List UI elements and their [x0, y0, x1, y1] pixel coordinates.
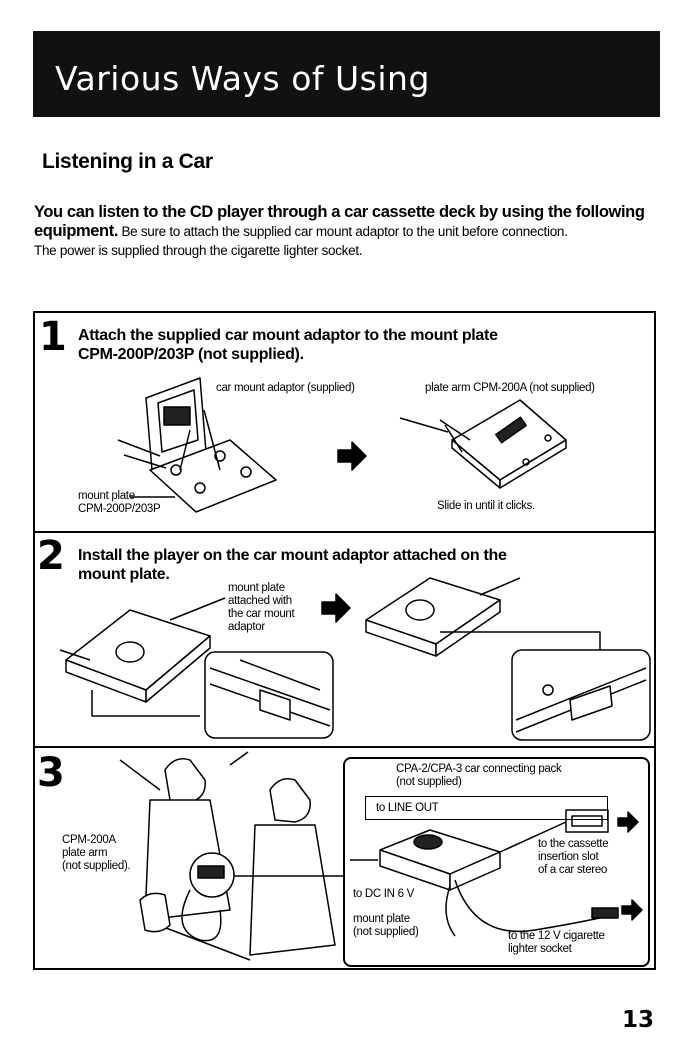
label-mount-plate-attached: mount plate attached with the car mount … [228, 582, 294, 634]
step-number-3: 3 [37, 750, 65, 796]
step-number-2: 2 [37, 533, 65, 579]
player-installed-illustration [366, 578, 600, 656]
label-connecting-pack: CPA-2/CPA-3 car connecting pack (not sup… [396, 763, 561, 789]
plate-arm-illustration [400, 400, 566, 488]
step1-line-1: Attach the supplied car mount adaptor to… [78, 327, 498, 344]
arrow-icon-2 [322, 594, 350, 622]
detail-inset-right [512, 650, 650, 740]
label-dc-in: to DC IN 6 V [353, 888, 414, 901]
step2-instruction: Install the player on the car mount adap… [78, 546, 507, 584]
label-mount-plate: mount plate CPM-200P/203P [78, 490, 160, 516]
label-mount-plate-step3: mount plate (not supplied) [353, 913, 418, 939]
label-plate-arm-cpm200a: CPM-200A plate arm (not supplied). [62, 834, 130, 873]
page-number: 13 [622, 1007, 654, 1033]
label-cassette-slot: to the cassette insertion slot of a car … [538, 838, 608, 877]
label-plate-arm: plate arm CPM-200A (not supplied) [425, 382, 595, 395]
label-cigarette-socket: to the 12 V cigarette lighter socket [508, 930, 605, 956]
label-slide-until-click: Slide in until it clicks. [437, 500, 535, 513]
step-number-1: 1 [39, 314, 67, 360]
step2-line-2: mount plate. [78, 566, 170, 583]
step1-instruction: Attach the supplied car mount adaptor to… [78, 326, 498, 364]
step1-line-2: CPM-200P/203P (not supplied). [78, 346, 304, 363]
step2-line-1: Install the player on the car mount adap… [78, 547, 507, 564]
label-car-mount-adaptor: car mount adaptor (supplied) [216, 382, 355, 395]
label-line-out: to LINE OUT [376, 802, 439, 815]
arrow-icon [338, 442, 366, 470]
car-seat-illustration [120, 752, 343, 960]
detail-inset-left [205, 652, 333, 738]
player-on-plate-illustration [60, 598, 225, 716]
